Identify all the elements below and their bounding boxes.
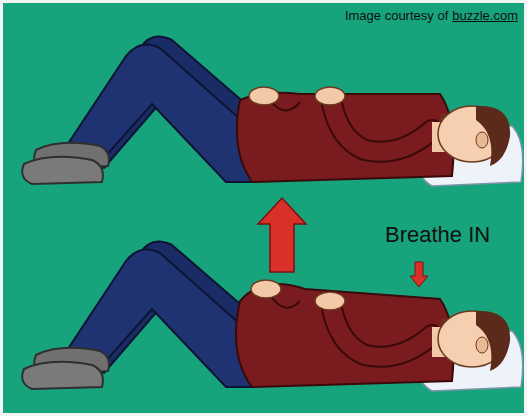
lying-man-exhale — [22, 36, 523, 186]
arm — [332, 309, 432, 357]
hair — [476, 311, 510, 371]
inhale-arrow — [410, 262, 428, 287]
belly-up-arrow — [258, 198, 306, 272]
near-shoe — [22, 362, 103, 389]
arm-outline — [332, 309, 432, 357]
green-background — [3, 3, 524, 413]
torso — [237, 93, 454, 182]
near-shoe — [22, 157, 103, 184]
image-credit: Image courtesy of buzzle.com — [345, 8, 518, 23]
nose — [442, 320, 447, 325]
raised-torso — [236, 284, 454, 387]
hand — [315, 87, 345, 105]
credit-text: Image courtesy of — [345, 8, 448, 23]
ear — [476, 132, 488, 148]
breathe-label: Breathe IN — [385, 222, 490, 248]
hand — [249, 87, 279, 105]
hair — [476, 106, 510, 166]
arm — [332, 104, 432, 152]
hand — [315, 292, 345, 310]
credit-link: buzzle.com — [452, 8, 518, 23]
hand — [251, 280, 281, 298]
nose — [442, 115, 447, 120]
ear — [476, 337, 488, 353]
arm-outline — [332, 104, 432, 152]
